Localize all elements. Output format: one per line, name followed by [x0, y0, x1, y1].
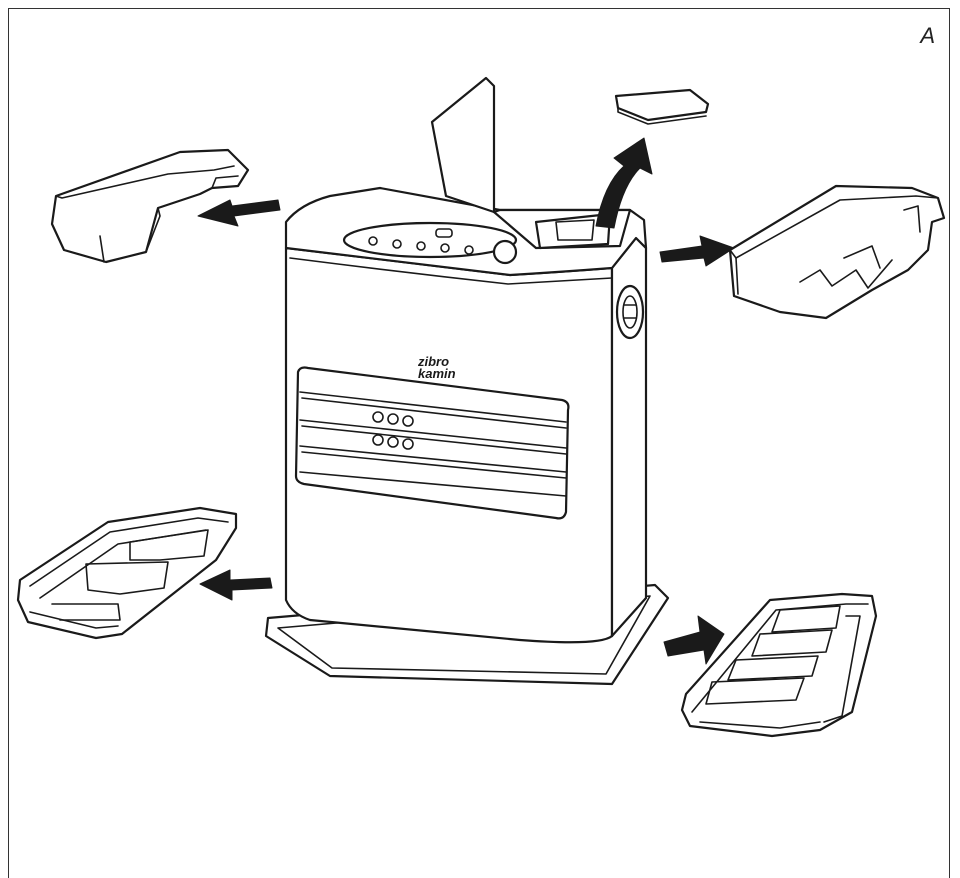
- indicator-light: [387, 436, 399, 448]
- arrow-right-bottom: [663, 615, 725, 665]
- figure-frame: A: [8, 8, 950, 878]
- power-button: [492, 239, 518, 265]
- display-window: [435, 228, 453, 238]
- indicator-light: [372, 411, 384, 423]
- indicator-light: [402, 415, 414, 427]
- arrow-left-top: [197, 199, 281, 227]
- brand-logo-top: zibro: [417, 354, 449, 369]
- fuel-door-flap: [430, 76, 496, 214]
- heater: zibro kamin: [264, 76, 670, 686]
- figure-label: A: [920, 23, 935, 48]
- indicator-light: [372, 434, 384, 446]
- indicator-light: [387, 413, 399, 425]
- control-button: [368, 236, 378, 246]
- curved-arrow-up: [595, 137, 653, 229]
- foam-tray-bottom-left: [16, 506, 238, 640]
- control-button: [440, 243, 450, 253]
- control-button: [416, 241, 426, 251]
- foam-pad-small: [614, 88, 710, 125]
- brand-logo-bottom: kamin: [418, 366, 456, 381]
- side-knob: [615, 284, 645, 340]
- foam-block-top-right: [728, 184, 946, 320]
- arrow-left-bottom: [199, 569, 273, 601]
- foam-tray-bottom-right: [680, 592, 878, 738]
- control-button: [464, 245, 474, 255]
- control-button: [392, 239, 402, 249]
- indicator-light: [402, 438, 414, 450]
- arrow-right-top: [659, 235, 735, 267]
- foam-block-top-left: [50, 148, 250, 264]
